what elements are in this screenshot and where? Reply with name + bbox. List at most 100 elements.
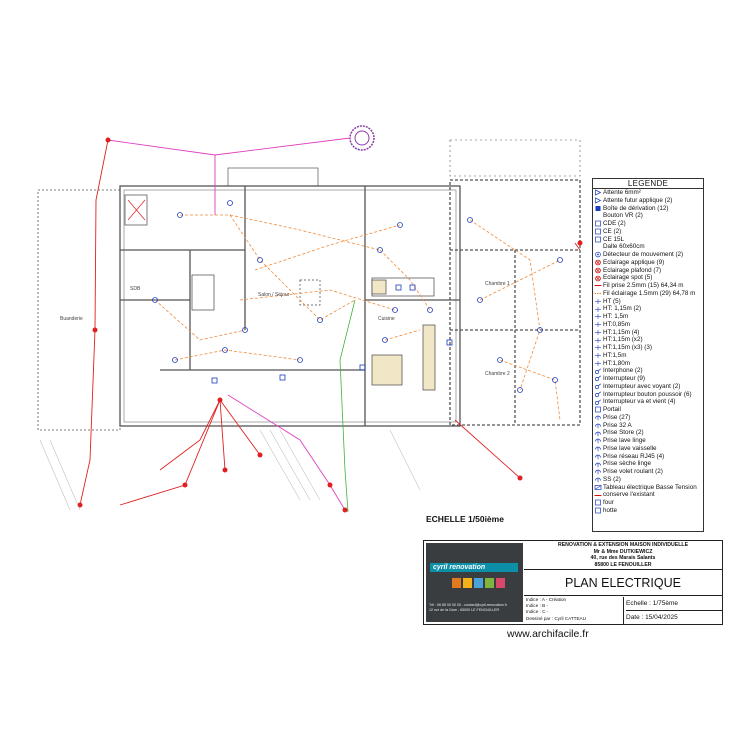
lighting-wires [154, 214, 561, 421]
ht-icon [594, 306, 602, 313]
legend-item-label: Eclairage spot (5) [603, 274, 653, 282]
ht-icon [594, 321, 602, 328]
project-header: RENOVATION & EXTENSION MAISON INDIVIDUEL… [524, 541, 722, 570]
legend-item: Eclairage spot (5) [594, 274, 703, 282]
legend-item: Détecteur de mouvement (2) [594, 251, 703, 259]
legend-item-label: CDE (2) [603, 220, 626, 227]
attente-icon [594, 189, 602, 196]
square-icon [594, 499, 602, 506]
legend-item-label: HT:1,15m (x2) [603, 336, 643, 344]
project-line: RENOVATION & EXTENSION MAISON INDIVIDUEL… [557, 542, 689, 548]
legend-item: Interrupteur bouton poussoir (6) [594, 391, 703, 399]
legend-item: Tableau électrique Basse Tension [594, 484, 703, 492]
legend-item: hotte [594, 507, 703, 515]
legend-item: four [594, 499, 703, 507]
walls [37, 139, 581, 431]
square-icon [594, 220, 602, 227]
legend-item-label: Détecteur de mouvement (2) [603, 251, 684, 258]
legend-item-label: hotte [603, 506, 618, 514]
panel-icon [594, 484, 602, 491]
light-icon [594, 259, 602, 266]
legend-item-label: Prise lave vaisselle [603, 444, 657, 452]
legend-item-label: Interphone (2) [603, 367, 643, 375]
light-icon [594, 275, 602, 282]
legend-item: Prise 32 A [594, 422, 703, 430]
legend-item: CDE (2) [594, 220, 703, 228]
legend-item-label: Fil éclairage 1.5mm (29) 64,78 m [603, 289, 696, 297]
legend-item: HT:1,15m (4) [594, 329, 703, 337]
contact-line: 12 rue de la Gare - 65000 LE FENOUILLER [429, 607, 500, 612]
socket-wires [79, 139, 581, 506]
title-block: cyril renovation Tél : 06 85 00 00 00 - … [423, 540, 723, 625]
legend-item: Prise sèche linge [594, 460, 703, 468]
legend-item: CE 15L [594, 236, 703, 244]
room-label-buanderie: Buanderie [60, 316, 83, 322]
legend-item: HT:1,15m (x3) (3) [594, 344, 703, 352]
legend-item: Fil éclairage 1.5mm (29) 64,78 m [594, 290, 703, 298]
legend-item: Fil prise 2.5mm (15) 64,34 m [594, 282, 703, 290]
legend-item: HT (5) [594, 298, 703, 306]
room-labels: Salon / Séjour Cuisine Chambre 1 Chambre… [60, 281, 510, 377]
legend-item: HT: 1,15m (2) [594, 305, 703, 313]
ht-icon [594, 337, 602, 344]
project-line: 85800 LE FENOUILLER [594, 561, 652, 568]
legend-item: Eclairage plafond (7) [594, 267, 703, 275]
index-line: Indice : C - [526, 609, 549, 614]
switch-icon [594, 383, 602, 390]
legend-item-label: CE (2) [603, 227, 622, 235]
socket-icon [594, 445, 602, 452]
line-icon [594, 282, 602, 289]
company-contact: Tél : 06 85 00 00 00 - contact@cyril-ren… [429, 603, 521, 612]
box-icon [594, 205, 602, 212]
legend-item: HT:1,5m [594, 352, 703, 360]
legend-item: Portail [594, 406, 703, 414]
plan-title: PLAN ELECTRIQUE [524, 570, 722, 596]
legend-item-label: HT: 1,15m (2) [603, 305, 642, 313]
legend-item: HT:1,80m [594, 360, 703, 368]
socket-icon [594, 453, 602, 460]
legend-item-label: Prise réseau RJ45 (4) [603, 452, 665, 460]
legend-item-label: Interrupteur (9) [603, 375, 645, 382]
light-icon [594, 267, 602, 274]
square-icon [594, 228, 602, 235]
logo-tile [474, 578, 483, 588]
legend-item-label: Tableau électrique Basse Tension [603, 483, 697, 491]
detector-icon [594, 251, 602, 258]
legend-item: Eclairage applique (9) [594, 259, 703, 267]
legend-item: HT: 1,5m [594, 313, 703, 321]
legend-item-label: HT (5) [603, 297, 621, 305]
drawn-by: Dessiné par : Cyril CATTEAU [526, 616, 586, 621]
room-label-chambre1: Chambre 1 [485, 281, 510, 287]
switch-icon [594, 368, 602, 375]
scale-label: ECHELLE 1/50ième [426, 514, 504, 524]
switch-icon [594, 399, 602, 406]
index-line: Indice : A - Création [526, 597, 567, 602]
ht-icon [594, 344, 602, 351]
line-icon [594, 492, 602, 499]
square-icon [594, 236, 602, 243]
legend-item-label: conserve l'existant [603, 491, 655, 499]
logo-tile [485, 578, 494, 588]
legend-item: Prise lave vaisselle [594, 445, 703, 453]
legend-item: Attente futur applique (2) [594, 197, 703, 205]
watermark-link[interactable]: www.archifacile.fr [507, 628, 589, 640]
legend-item-label: Prise (27) [603, 413, 631, 421]
legend-item-label: Prise volet roulant (2) [603, 468, 663, 475]
legend-item: Interrupteur (9) [594, 375, 703, 383]
socket-icon [594, 437, 602, 444]
switch-icon [594, 375, 602, 382]
socket-icon [594, 430, 602, 437]
contact-line: Tél : 06 85 00 00 00 - contact@cyril-ren… [429, 603, 507, 607]
legend-item: Prise lave linge [594, 437, 703, 445]
project-line: 40, rue des Marais Salants [590, 555, 656, 561]
legend-item-label: Interrupteur va et vient (4) [603, 398, 676, 406]
ht-icon [594, 360, 602, 367]
legend-item-label: Fil prise 2.5mm (15) 64,34 m [603, 282, 684, 289]
electrical-symbols [152, 200, 563, 393]
legend-item: Prise volet roulant (2) [594, 468, 703, 476]
red-points [77, 137, 583, 513]
logo-tile [452, 578, 461, 588]
